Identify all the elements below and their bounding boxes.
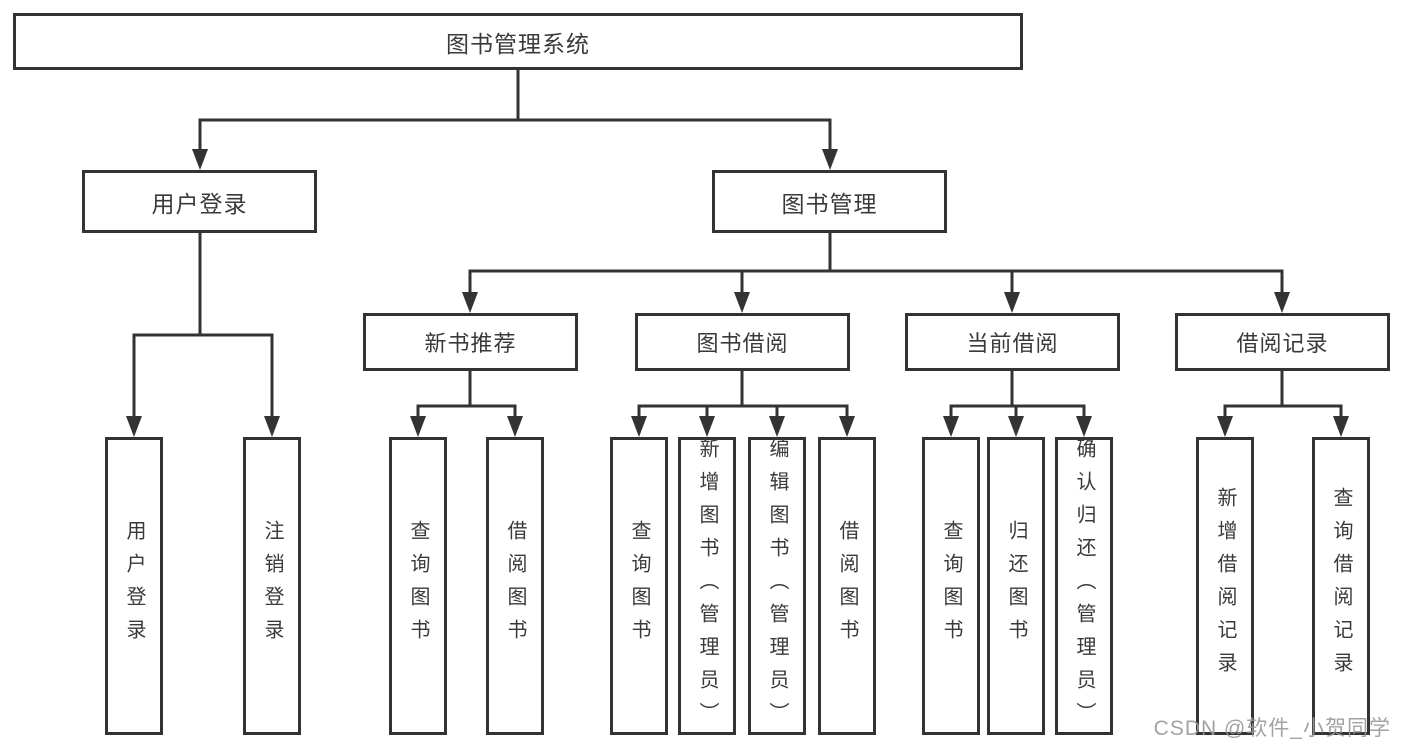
node-new-book-recommend: 新书推荐 (363, 313, 578, 371)
node-current-borrow-label: 当前借阅 (966, 331, 1059, 356)
arrow-down-icon (839, 416, 855, 437)
leaf-borrow-books: 借阅图书 (818, 437, 876, 735)
arrow-down-icon (769, 416, 785, 437)
arrow-down-icon (699, 416, 715, 437)
leaf-borrow-books-label: 借阅图书 (836, 520, 858, 652)
node-borrow-records: 借阅记录 (1175, 313, 1390, 371)
leaf-user-login: 用户登录 (105, 437, 163, 735)
arrow-down-icon (462, 292, 478, 313)
arrow-down-icon (822, 149, 838, 170)
leaf-logout: 注销登录 (243, 437, 301, 735)
leaf-query-books-borrow: 查询图书 (610, 437, 668, 735)
leaf-return-book: 归还图书 (987, 437, 1045, 735)
node-book-borrow: 图书借阅 (635, 313, 850, 371)
node-new-book-recommend-label: 新书推荐 (424, 331, 517, 356)
leaf-query-books-current-label: 查询图书 (940, 520, 962, 652)
leaf-confirm-return-admin: 确认归还（管理员） (1055, 437, 1113, 735)
leaf-query-borrow-record-label: 查询借阅记录 (1330, 487, 1352, 685)
node-borrow-records-label: 借阅记录 (1236, 331, 1329, 356)
connector-current-borrow (949, 371, 1086, 420)
leaf-return-book-label: 归还图书 (1005, 520, 1027, 652)
connector-book-borrow (637, 371, 849, 420)
arrow-down-icon (264, 416, 280, 437)
arrow-down-icon (631, 416, 647, 437)
node-book-management-label: 图书管理 (781, 190, 878, 217)
arrow-down-icon (1008, 416, 1024, 437)
connector-user-login (132, 233, 274, 420)
connector-root (198, 70, 832, 152)
leaf-confirm-return-admin-label: 确认归还（管理员） (1073, 437, 1095, 735)
arrow-down-icon (1217, 416, 1233, 437)
leaf-edit-book-admin-label: 编辑图书（管理员） (766, 437, 788, 735)
csdn-watermark: CSDN @软件_小贺同学 (1153, 717, 1391, 740)
node-root: 图书管理系统 (13, 13, 1023, 70)
node-book-borrow-label: 图书借阅 (696, 331, 789, 356)
arrow-down-icon (1274, 292, 1290, 313)
arrow-down-icon (1004, 292, 1020, 313)
leaf-add-book-admin: 新增图书（管理员） (678, 437, 736, 735)
arrow-down-icon (1076, 416, 1092, 437)
leaf-query-books-recommend-label: 查询图书 (407, 520, 429, 652)
leaf-add-borrow-record-label: 新增借阅记录 (1214, 487, 1236, 685)
leaf-add-book-admin-label: 新增图书（管理员） (696, 437, 718, 735)
leaf-query-books-recommend: 查询图书 (389, 437, 447, 735)
leaf-query-books-current: 查询图书 (922, 437, 980, 735)
node-root-label: 图书管理系统 (446, 30, 590, 57)
node-current-borrow: 当前借阅 (905, 313, 1120, 371)
leaf-logout-label: 注销登录 (261, 520, 283, 652)
node-user-login-label: 用户登录 (151, 190, 248, 217)
leaf-add-borrow-record: 新增借阅记录 (1196, 437, 1254, 735)
leaf-query-borrow-record: 查询借阅记录 (1312, 437, 1370, 735)
arrowheads (126, 149, 1349, 437)
arrow-down-icon (192, 149, 208, 170)
arrow-down-icon (734, 292, 750, 313)
node-book-management: 图书管理 (712, 170, 947, 233)
leaf-user-login-label: 用户登录 (123, 520, 145, 652)
leaf-edit-book-admin: 编辑图书（管理员） (748, 437, 806, 735)
node-user-login: 用户登录 (82, 170, 317, 233)
arrow-down-icon (507, 416, 523, 437)
arrow-down-icon (126, 416, 142, 437)
arrow-down-icon (1333, 416, 1349, 437)
arrow-down-icon (410, 416, 426, 437)
connector-lines (132, 70, 1343, 420)
arrow-down-icon (943, 416, 959, 437)
leaf-borrow-books-recommend: 借阅图书 (486, 437, 544, 735)
connector-borrow-records (1223, 371, 1343, 420)
connector-new-book-recommend (416, 371, 517, 420)
leaf-query-books-borrow-label: 查询图书 (628, 520, 650, 652)
leaf-borrow-books-recommend-label: 借阅图书 (504, 520, 526, 652)
connector-book-management (468, 233, 1284, 295)
